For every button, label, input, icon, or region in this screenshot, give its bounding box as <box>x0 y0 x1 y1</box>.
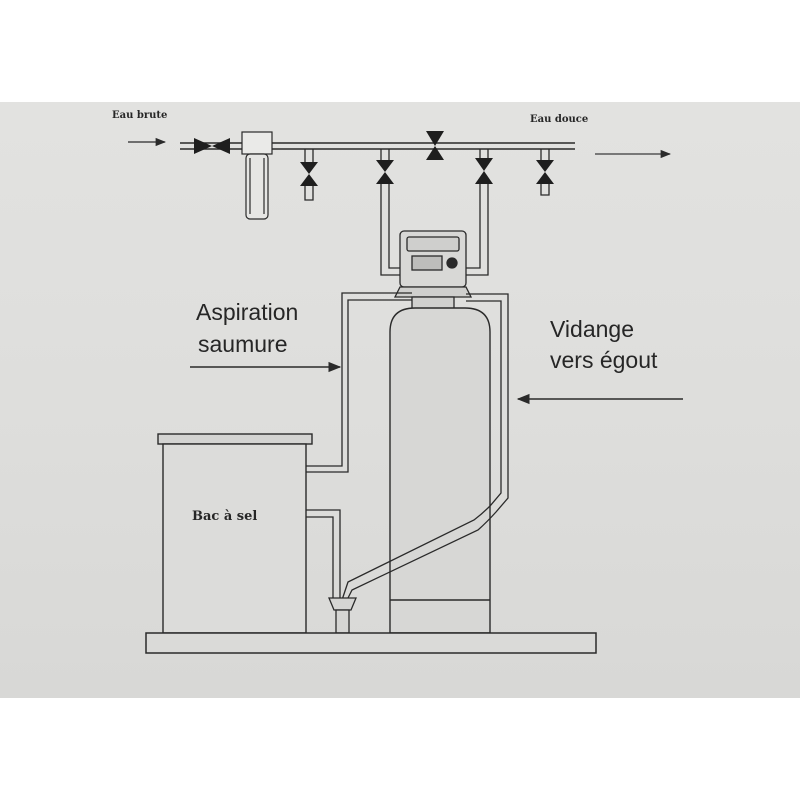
brine-suction-label-line2: saumure <box>198 331 288 357</box>
drain-tap-1 <box>300 149 318 201</box>
brine-suction-label-line1: Aspiration <box>196 299 299 325</box>
control-head-icon <box>393 230 473 310</box>
raw-water-label: Eau brute <box>112 110 168 121</box>
salt-tank-label: Bac à sel <box>192 509 258 524</box>
brine-suction-line <box>305 292 412 473</box>
bypass-valve-icon <box>426 131 444 160</box>
softener-tank <box>389 307 491 634</box>
base-plate <box>145 632 597 654</box>
softener-outlet-valve <box>466 149 493 276</box>
overflow-pipe <box>305 509 341 600</box>
drain-tap-2 <box>536 149 554 196</box>
drain-label-line1: Vidange <box>550 316 634 342</box>
drain-label-line2: vers égout <box>550 347 658 373</box>
main-pipe <box>180 142 575 150</box>
cartridge-filter-icon <box>241 131 273 220</box>
drain-funnel <box>328 597 357 634</box>
soft-water-label: Eau douce <box>530 114 589 125</box>
softener-inlet-valve <box>376 149 400 276</box>
salt-tank <box>157 433 313 634</box>
drain-line <box>341 293 509 601</box>
inlet-valve-icon <box>194 138 230 154</box>
